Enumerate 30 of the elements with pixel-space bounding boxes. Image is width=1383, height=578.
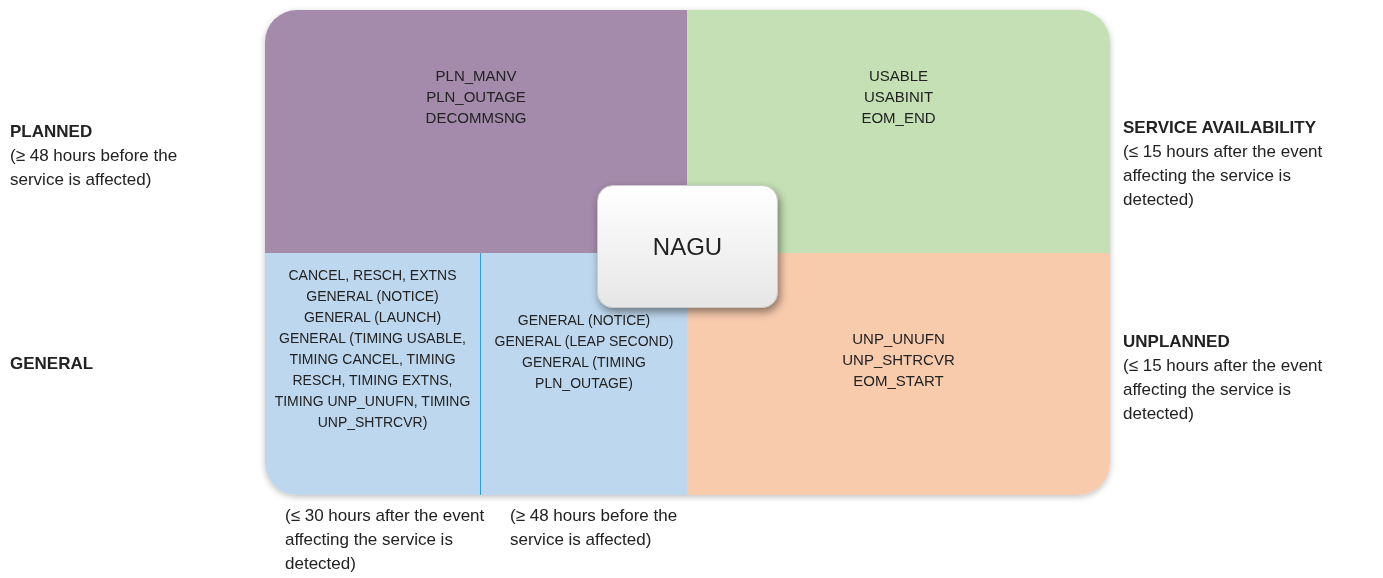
category-heading: GENERAL — [10, 353, 94, 375]
status-code: GENERAL (NOTICE) — [306, 287, 439, 306]
status-code: GENERAL (NOTICE) — [517, 310, 651, 330]
status-code: GENERAL (LAUNCH) — [303, 308, 442, 327]
category-heading: SERVICE AVAILABILITY — [1123, 117, 1317, 139]
status-code: GENERAL (TIMING USABLE, TIMING CANCEL, TIMING RESCH, TIMING EXTNS, TIMING UNP_UNUFN, TIMING UNP_SHTRCVR) — [273, 329, 472, 432]
timing-note: (≥ 48 hours before the service is affected) — [510, 505, 679, 551]
status-code: USABINIT — [863, 87, 934, 107]
timing-note: (≥ 48 hours before the service is affected) — [10, 145, 179, 191]
quadrant-panel — [481, 253, 687, 495]
center-label: NAGU — [652, 232, 723, 262]
center-box — [597, 185, 778, 308]
category-heading: PLANNED — [10, 121, 94, 143]
status-code: DECOMMSNG — [425, 108, 527, 128]
timing-note: (≤ 15 hours after the event affecting the service is detected) — [1123, 355, 1323, 425]
status-code: GENERAL (LEAP SECOND) — [494, 331, 674, 351]
status-code: USABLE — [868, 66, 929, 86]
timing-note: (≤ 15 hours after the event affecting the service is detected) — [1123, 141, 1324, 211]
status-code: PLN_MANV — [435, 66, 517, 86]
status-code: EOM_END — [861, 108, 936, 128]
quadrant-panel — [687, 253, 1110, 495]
status-code: CANCEL, RESCH, EXTNS — [288, 266, 457, 285]
category-heading: UNPLANNED — [1123, 331, 1231, 353]
quadrant-panel — [265, 253, 481, 495]
status-code: GENERAL (TIMING PLN_OUTAGE) — [521, 352, 647, 393]
status-code: UNP_UNUFN — [852, 328, 945, 349]
status-code: PLN_OUTAGE — [426, 87, 526, 107]
status-code: EOM_START — [853, 370, 944, 391]
timing-note: (≤ 30 hours after the event affecting the service is detected) — [285, 505, 485, 575]
status-code: UNP_SHTRCVR — [842, 349, 955, 370]
